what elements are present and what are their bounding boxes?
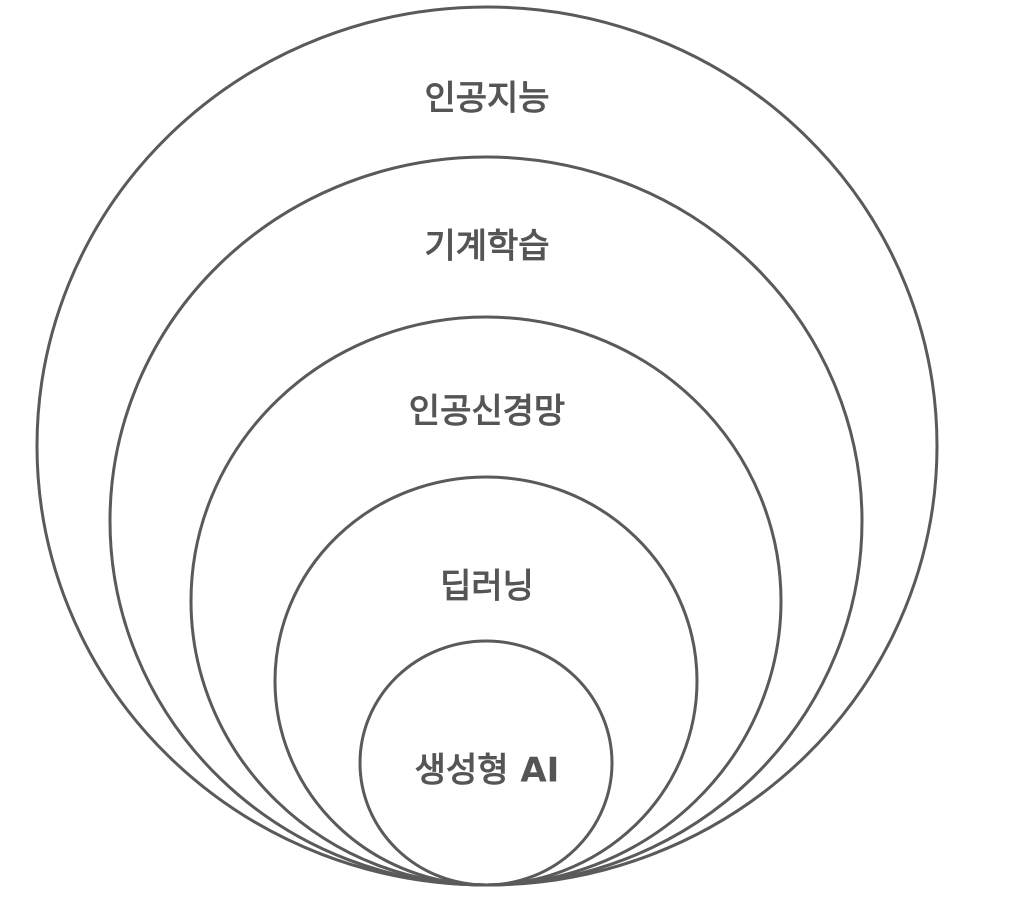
label-neural-network: 인공신경망 xyxy=(408,391,566,432)
circle-deep-learning xyxy=(273,475,699,887)
label-artificial-intelligence: 인공지능 xyxy=(424,78,550,119)
label-generative-ai: 생성형 AI xyxy=(414,750,560,791)
label-deep-learning: 딥러닝 xyxy=(440,566,534,607)
label-machine-learning: 기계학습 xyxy=(424,226,550,267)
circle-generative-ai xyxy=(358,639,614,887)
